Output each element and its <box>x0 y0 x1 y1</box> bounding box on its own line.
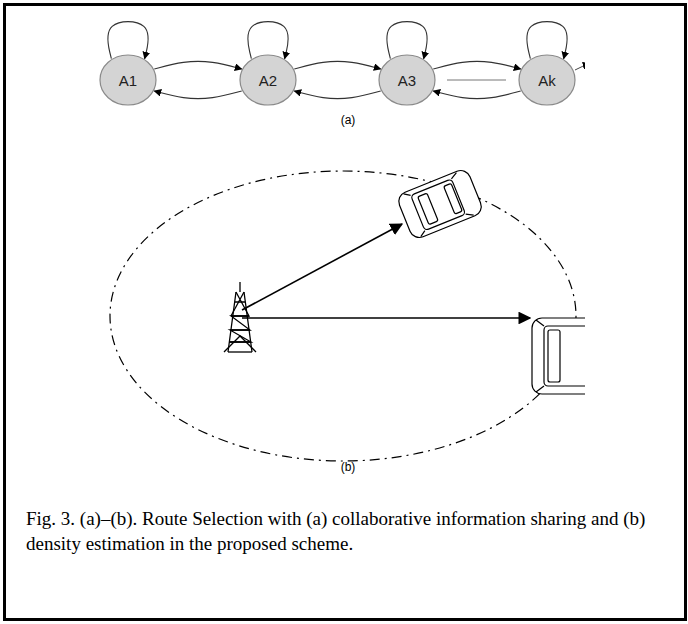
transition-arrow <box>387 22 428 59</box>
figure-caption: Fig. 3. (a)–(b). Route Selection with (a… <box>26 506 662 556</box>
state-circle: A2 <box>239 54 297 106</box>
transition-arrow <box>294 91 380 99</box>
transition-arrow <box>154 61 241 69</box>
state-label: Ak <box>538 72 556 89</box>
ellipsis-line <box>447 80 506 81</box>
continuation-arrow <box>575 64 585 70</box>
car-icon <box>396 168 484 241</box>
state-circle: A3 <box>378 54 436 106</box>
state-circle: Ak <box>518 54 576 106</box>
transition-arrow <box>433 61 520 69</box>
state-label: A3 <box>398 72 416 89</box>
state-circle: A1 <box>99 54 157 106</box>
link-arrow <box>242 224 402 310</box>
state-label: A2 <box>259 72 277 89</box>
range-ellipse <box>110 171 576 461</box>
state-label: A1 <box>119 72 137 89</box>
transition-arrow <box>433 91 520 99</box>
transition-arrow <box>108 22 149 59</box>
transition-arrow <box>248 22 289 59</box>
car-icon <box>532 318 585 394</box>
tower-icon <box>224 282 256 352</box>
subfigure-label: (a) <box>341 113 356 127</box>
link-arrow <box>242 317 530 319</box>
transition-arrow <box>154 91 241 99</box>
transition-arrow <box>527 22 568 59</box>
transition-arrow <box>294 61 380 69</box>
subfigure-label: (b) <box>341 460 356 474</box>
